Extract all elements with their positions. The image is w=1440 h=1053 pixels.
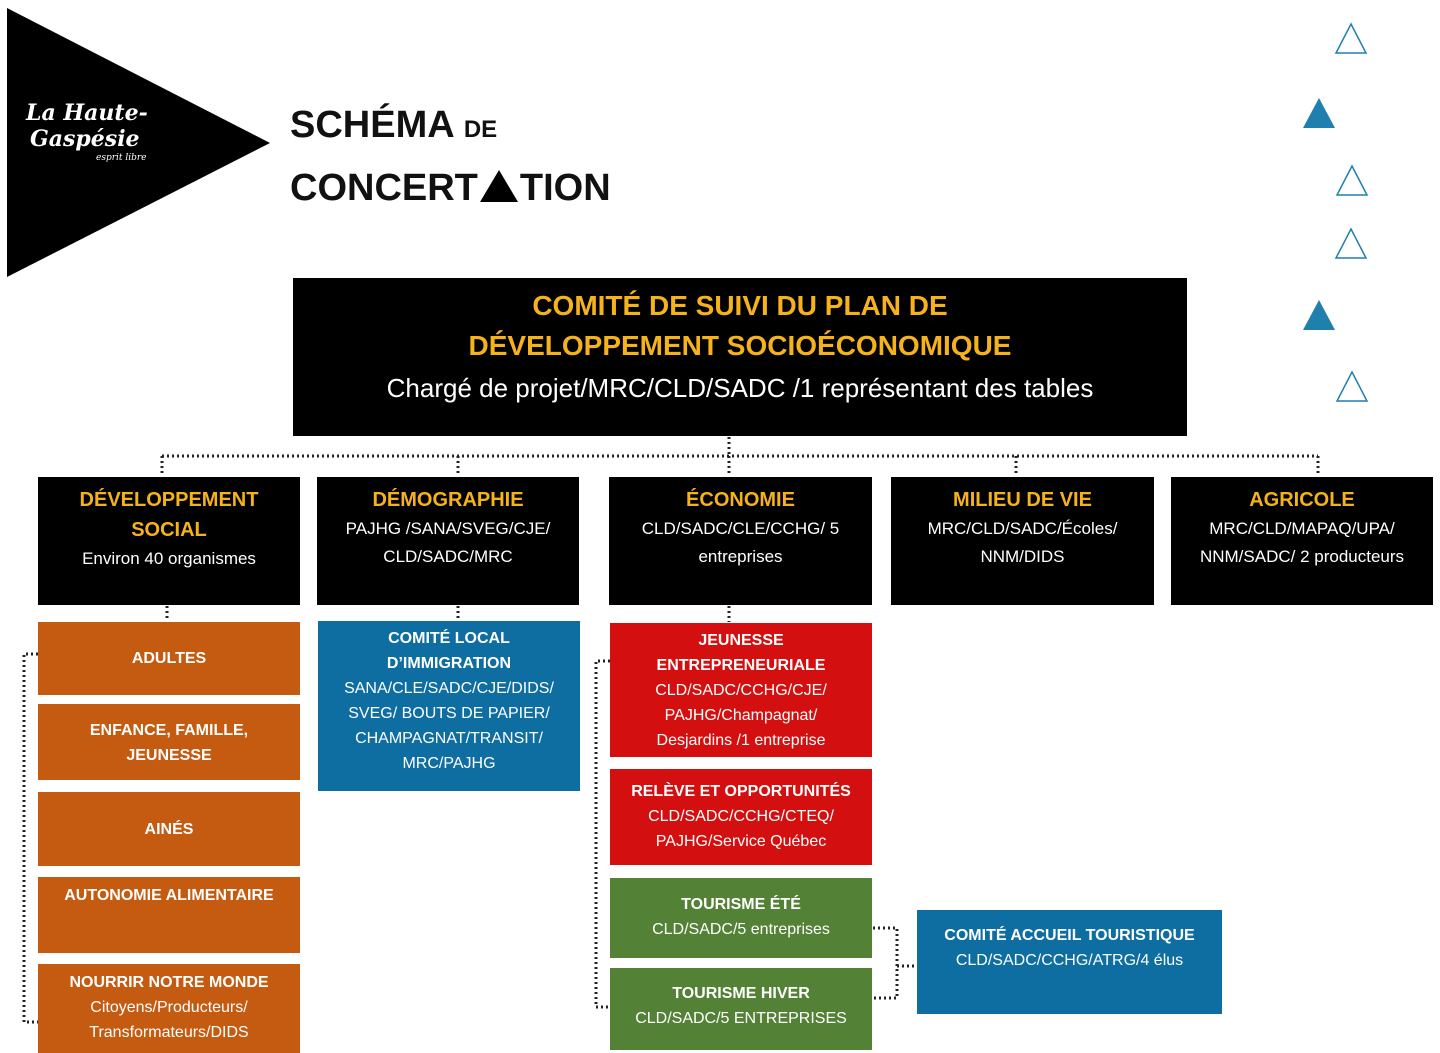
category-members: MRC/CLD/MAPAQ/UPA/ NNM/SADC/ 2 producteu… [1199,519,1405,566]
category-title: ÉCONOMIE [686,489,795,511]
table-adultes: ADULTES [38,622,300,695]
main-committee-members: Chargé de projet/MRC/CLD/SADC /1 représe… [386,373,1094,403]
category-members: PAJHG /SANA/SVEG/CJE/ CLD/SADC/MRC [345,519,551,566]
table-autonomie-alimentaire: AUTONOMIE ALIMENTAIRE [38,877,300,953]
table-members: CLD/SADC/CCHG/CJE/ PAJHG/Champagnat/ Des… [655,682,827,749]
outline-triangle-icon [1335,164,1369,196]
decorative-triangles [1303,22,1369,402]
logo-line2: Gaspésie [30,126,140,152]
category-title: DÉVELOPPEMENT SOCIAL [79,489,259,541]
table-title: AUTONOMIE ALIMENTAIRE [64,887,274,904]
table-title: COMITÉ LOCAL D’IMMIGRATION [386,630,512,672]
table-enfance-famille-jeunesse: ENFANCE, FAMILLE, JEUNESSE [38,704,300,780]
table-nourrir-notre-monde: NOURRIR NOTRE MONDE Citoyens/Producteurs… [38,964,300,1053]
filled-triangle-icon [1303,300,1335,330]
category-economie: ÉCONOMIE CLD/SADC/CLE/CCHG/ 5 entreprise… [609,477,872,605]
logo-line1: La Haute- [26,100,148,126]
title-schema: SCHÉMA [290,104,454,146]
category-milieu-de-vie: MILIEU DE VIE MRC/CLD/SADC/Écoles/ NNM/D… [891,477,1154,605]
table-title: ENFANCE, FAMILLE, JEUNESSE [89,722,249,764]
category-developpement-social: DÉVELOPPEMENT SOCIAL Environ 40 organism… [38,477,300,605]
table-tourisme-ete: TOURISME ÉTÉ CLD/SADC/5 entreprises [610,878,872,958]
outline-triangle-icon [1334,22,1368,54]
category-title: MILIEU DE VIE [953,489,1092,511]
category-members: Environ 40 organismes [82,549,256,568]
table-title: TOURISME ÉTÉ [681,896,801,913]
table-title: JEUNESSE ENTREPRENEURIALE [656,632,826,674]
category-members: MRC/CLD/SADC/Écoles/ NNM/DIDS [927,519,1118,566]
table-title: TOURISME HIVER [672,985,810,1002]
table-releve-opportunites: RELÈVE ET OPPORTUNITÉS CLD/SADC/CCHG/CTE… [610,769,872,865]
table-members: CLD/SADC/5 entreprises [652,921,830,938]
logo-line3: esprit libre [96,153,147,163]
outline-triangle-icon [1335,370,1369,402]
table-members: CLD/SADC/CCHG/ATRG/4 élus [955,952,1184,969]
title-triangle-icon [479,170,518,202]
outline-triangle-icon [1334,227,1368,259]
table-title: AINÉS [144,821,194,838]
logo-triangle [7,8,270,277]
table-members: Citoyens/Producteurs/ Transformateurs/DI… [89,999,249,1041]
table-tourisme-hiver: TOURISME HIVER CLD/SADC/5 ENTREPRISES [610,968,872,1050]
table-aines: AINÉS [38,792,300,866]
logo: La Haute- Gaspésie esprit libre [26,100,186,164]
table-title: NOURRIR NOTRE MONDE [69,974,269,991]
category-title: DÉMOGRAPHIE [372,489,524,511]
title-concert: CONCERT [290,167,478,209]
table-comite-accueil-touristique: COMITÉ ACCUEIL TOURISTIQUE CLD/SADC/CCHG… [917,910,1222,1014]
table-jeunesse-entrepreneuriale: JEUNESSE ENTREPRENEURIALE CLD/SADC/CCHG/… [610,623,872,757]
main-committee-title: COMITÉ DE SUIVI DU PLAN DE DÉVELOPPEMENT… [468,290,1012,361]
filled-triangle-icon [1303,98,1335,128]
page-title: SCHÉMA DE CONCERT TION [290,96,710,217]
main-committee-box: COMITÉ DE SUIVI DU PLAN DE DÉVELOPPEMENT… [293,278,1187,436]
title-tion: TION [519,167,611,209]
title-de: DE [463,116,498,143]
category-title: AGRICOLE [1249,489,1355,511]
table-title: RELÈVE ET OPPORTUNITÉS [631,783,851,800]
table-members: CLD/SADC/CCHG/CTEQ/ PAJHG/Service Québec [648,808,834,850]
table-comite-local-immigration: COMITÉ LOCAL D’IMMIGRATION SANA/CLE/SADC… [318,621,580,791]
category-demographie: DÉMOGRAPHIE PAJHG /SANA/SVEG/CJE/ CLD/SA… [317,477,579,605]
table-members: SANA/CLE/SADC/CJE/DIDS/ SVEG/ BOUTS DE P… [344,680,554,772]
category-members: CLD/SADC/CLE/CCHG/ 5 entreprises [641,519,840,566]
table-title: COMITÉ ACCUEIL TOURISTIQUE [944,927,1195,944]
table-title: ADULTES [131,650,207,667]
table-members: CLD/SADC/5 ENTREPRISES [635,1010,847,1027]
category-agricole: AGRICOLE MRC/CLD/MAPAQ/UPA/ NNM/SADC/ 2 … [1171,477,1433,605]
